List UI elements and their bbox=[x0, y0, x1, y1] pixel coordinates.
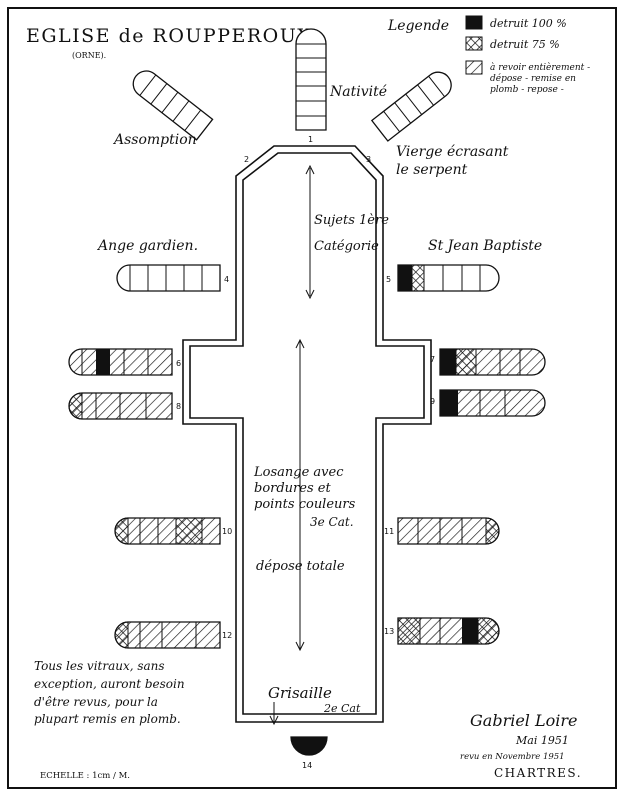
window-number-4: 4 bbox=[224, 275, 229, 284]
window-label-4: Ange gardien. bbox=[96, 238, 198, 254]
window-5 bbox=[397, 264, 500, 292]
window-label-2: Assomption bbox=[112, 132, 197, 148]
nave-label-line3: points couleurs bbox=[254, 497, 356, 512]
window-number-7: 7 bbox=[430, 355, 435, 364]
window-6 bbox=[68, 348, 173, 376]
note-line-4: plupart remis en plomb. bbox=[34, 712, 181, 726]
signature-revised: revu en Novembre 1951 bbox=[460, 752, 565, 762]
general-note: Tous les vitraux, sans exception, auront… bbox=[34, 659, 185, 726]
legend-label-destroyed-100: detruit 100 % bbox=[490, 17, 567, 30]
window-1 bbox=[295, 28, 327, 131]
window-number-8: 8 bbox=[176, 402, 181, 411]
window-number-9: 9 bbox=[430, 397, 435, 406]
window-4 bbox=[116, 264, 221, 292]
choir-label-line2: Catégorie bbox=[314, 239, 379, 254]
signature-name: Gabriel Loire bbox=[470, 711, 578, 730]
window-number-6: 6 bbox=[176, 359, 181, 368]
nave-label-line2: bordures et bbox=[254, 481, 331, 496]
window-label-3: Vierge écrasant le serpent bbox=[396, 144, 513, 178]
window-label-5: St Jean Baptiste bbox=[428, 238, 542, 254]
legend-swatch-review bbox=[465, 60, 483, 75]
window-2 bbox=[132, 70, 214, 141]
window-9 bbox=[439, 389, 546, 417]
nave-label-line4: 3e Cat. bbox=[310, 515, 354, 529]
note-line-3: d'être revus, pour la bbox=[34, 695, 158, 709]
legend-label-review: à revoir entièrement - dépose - remise e… bbox=[490, 62, 593, 95]
church-outer-wall bbox=[182, 145, 432, 723]
window-11 bbox=[397, 517, 500, 545]
plan-title: EGLISE de ROUPPEROUX. bbox=[26, 25, 320, 47]
wrapped-line: dépose - remise en bbox=[490, 73, 576, 84]
interior-annotations: Sujets 1ère Catégorie Losange avec bordu… bbox=[253, 164, 389, 726]
window-3 bbox=[370, 71, 452, 142]
window-labels: Nativité Assomption Vierge écrasant le s… bbox=[96, 84, 542, 254]
window-14 bbox=[290, 736, 328, 756]
window-10 bbox=[114, 517, 221, 545]
window-number-10: 10 bbox=[222, 527, 232, 536]
window-8 bbox=[68, 392, 173, 420]
signature-city: CHARTRES. bbox=[494, 766, 582, 780]
window-label-1: Nativité bbox=[329, 84, 387, 100]
church-inner-wall bbox=[189, 152, 425, 715]
window-number-14: 14 bbox=[302, 761, 312, 770]
window-number-13: 13 bbox=[384, 627, 394, 636]
legend-swatch-destroyed-75 bbox=[465, 36, 483, 51]
legend-label-destroyed-75: detruit 75 % bbox=[490, 38, 560, 51]
wrapped-line: plomb - repose - bbox=[490, 85, 564, 95]
nave-label-line1: Losange avec bbox=[253, 465, 344, 480]
legend: Legende detruit 100 % detruit 75 % à rev… bbox=[387, 15, 593, 95]
choir-label-line1: Sujets 1ère bbox=[314, 213, 389, 228]
window-number-12: 12 bbox=[222, 631, 232, 640]
window-13 bbox=[397, 617, 500, 645]
legend-label-review-text: à revoir entièrement - bbox=[490, 62, 590, 73]
grisaille-label: Grisaille bbox=[268, 684, 332, 702]
window-number-5: 5 bbox=[386, 275, 391, 284]
window-number-11: 11 bbox=[384, 527, 394, 536]
window-label-3-text: Vierge écrasant bbox=[396, 144, 509, 160]
window-number-3: 3 bbox=[366, 155, 371, 164]
plan-subtitle: (ORNE). bbox=[72, 51, 106, 60]
note-line-1: Tous les vitraux, sans bbox=[34, 659, 165, 673]
nave-label-line5: dépose totale bbox=[256, 559, 345, 574]
note-line-2: exception, auront besoin bbox=[34, 677, 185, 691]
window-number-1: 1 bbox=[308, 135, 313, 144]
legend-heading: Legende bbox=[387, 18, 449, 34]
signature-date: Mai 1951 bbox=[515, 734, 569, 747]
window-numbers: 1 2 3 4 5 6 7 8 9 10 11 12 13 14 bbox=[176, 135, 435, 770]
wrapped-line: le serpent bbox=[396, 162, 468, 178]
legend-swatch-destroyed-100 bbox=[465, 15, 483, 30]
windows bbox=[68, 28, 546, 756]
window-7 bbox=[439, 348, 546, 376]
signature-block: Gabriel Loire Mai 1951 revu en Novembre … bbox=[460, 711, 582, 780]
window-12 bbox=[114, 621, 221, 649]
church-outline bbox=[182, 145, 432, 723]
window-number-2: 2 bbox=[244, 155, 249, 164]
scale-label: ECHELLE : 1cm / M. bbox=[40, 771, 130, 781]
grisaille-category: 2e Cat bbox=[323, 702, 361, 715]
